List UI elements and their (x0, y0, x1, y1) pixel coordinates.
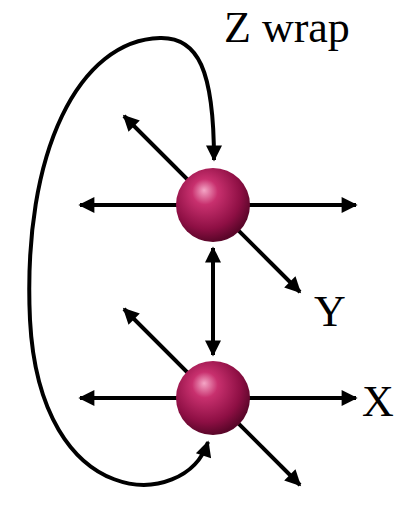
z-link-arrow (211, 248, 215, 355)
axis-label: Z wrap (224, 6, 350, 50)
atom-sphere (176, 361, 250, 435)
axis-label: X (362, 380, 394, 424)
axis-label: Y (314, 290, 346, 334)
atom-sphere (176, 168, 250, 242)
